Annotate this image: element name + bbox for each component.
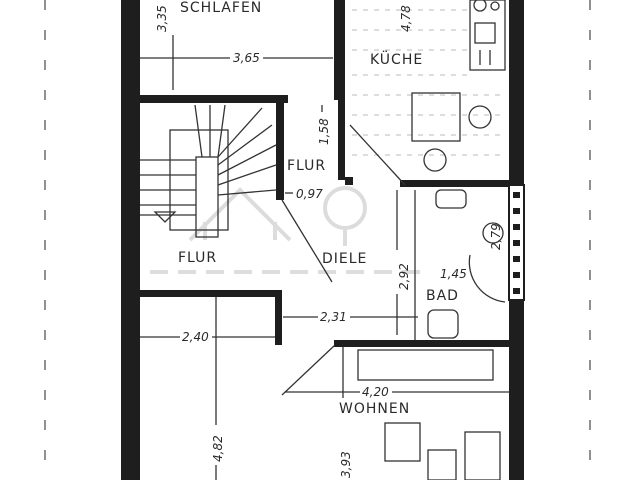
watermark-logo [150, 186, 420, 274]
room-label-wohnen: WOHNEN [339, 401, 410, 417]
room-label-flur-small: FLUR [287, 158, 326, 174]
dim-bad-height: 2,79 [489, 223, 503, 250]
room-label-bad: BAD [426, 288, 459, 304]
bath-window [508, 184, 525, 301]
dimension-lines [140, 35, 510, 480]
dim-bad-width: 1,45 [440, 267, 467, 281]
staircase [140, 104, 277, 238]
door-swings [281, 124, 506, 396]
dim-wohnen-width: 4,20 [362, 385, 389, 399]
walls [121, 0, 524, 480]
dim-flur-width-lower: 2,40 [182, 330, 209, 344]
dim-flur-height: 1,58 [317, 118, 331, 145]
dim-left-room-height: 4,82 [211, 435, 225, 462]
dim-kueche-height: 4,78 [399, 5, 413, 32]
room-label-diele: DIELE [322, 251, 367, 267]
dim-wohnen-height: 3,93 [339, 451, 353, 478]
dim-schlafen-width: 3,65 [233, 51, 260, 65]
kitchen-tile-pattern [352, 9, 500, 156]
dim-diele-width: 2,31 [320, 310, 347, 324]
dim-schlafen-height: 3,35 [155, 5, 169, 32]
living-furniture [357, 349, 501, 480]
room-label-kueche: KÜCHE [370, 50, 423, 68]
room-label-flur: FLUR [178, 250, 217, 266]
bath-fixtures [427, 189, 504, 339]
dim-diele-height: 2,92 [397, 263, 411, 290]
kitchen-furniture [411, 0, 506, 172]
room-label-schlafen: SCHLAFEN [180, 0, 262, 16]
dim-flur-width: 0,97 [296, 187, 323, 201]
